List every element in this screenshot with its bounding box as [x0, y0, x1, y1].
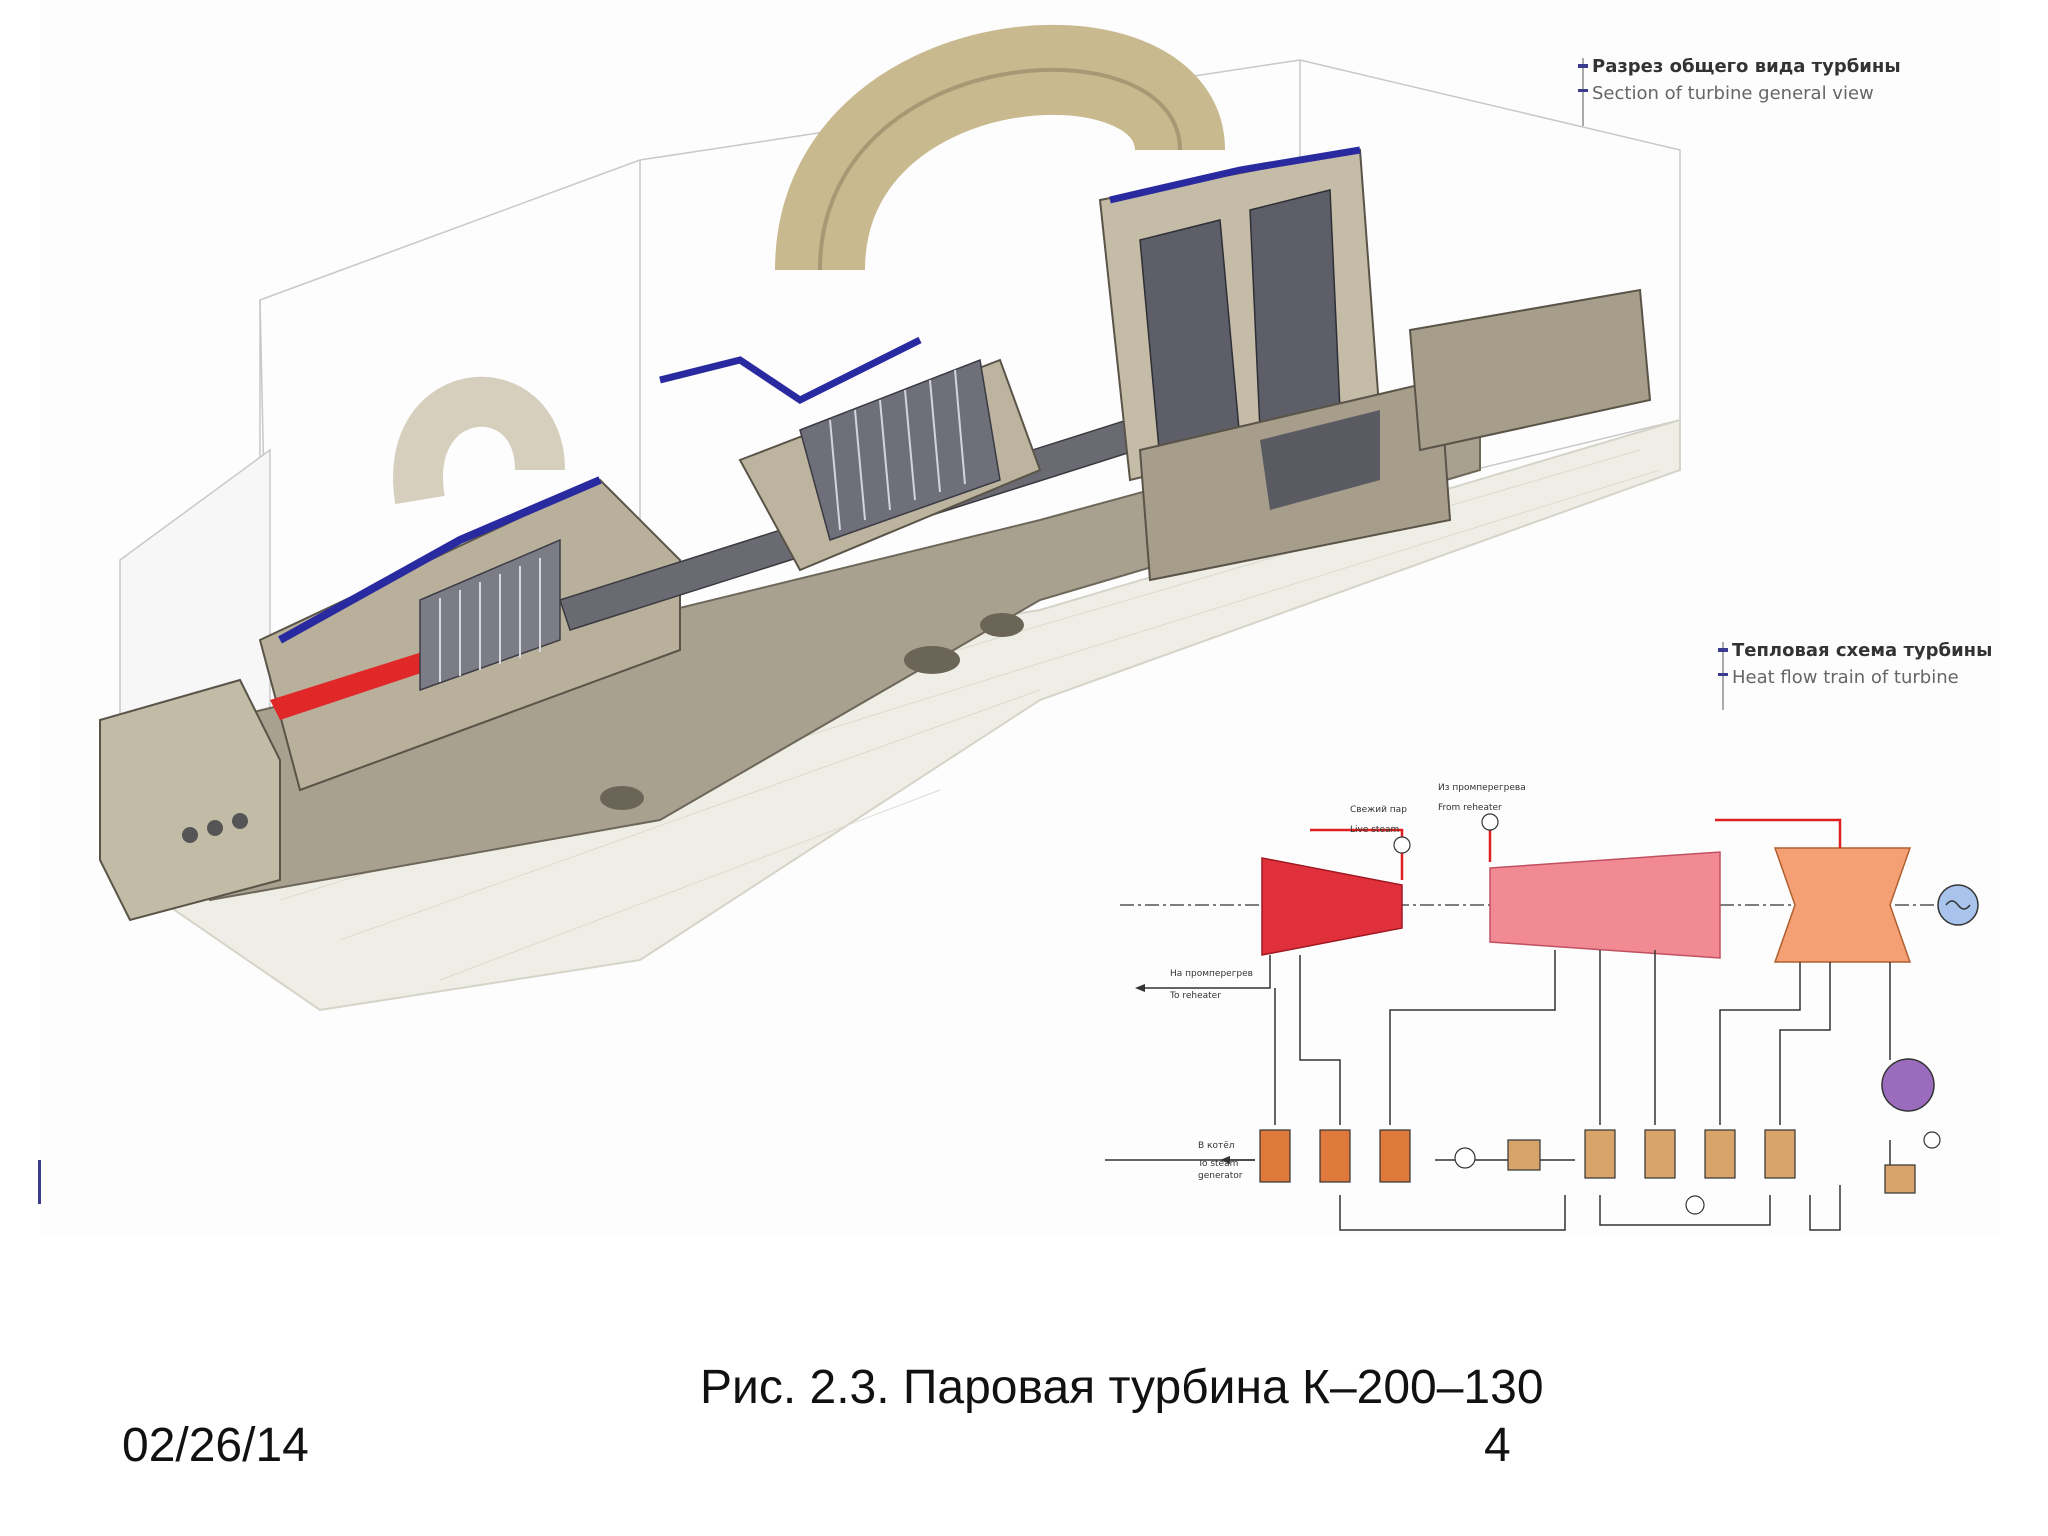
ip-cylinder — [1489, 851, 1721, 959]
left-marker — [38, 1160, 41, 1204]
heat-flow-scheme: Свежий пар Live steam Из промперегрева F… — [1105, 783, 1979, 1231]
label-live-steam-ru: Свежий пар — [1350, 805, 1407, 815]
legend-section-title-ru: Разрез общего вида турбины — [1592, 56, 1901, 77]
hp-cylinder — [1261, 857, 1403, 956]
legend-marker — [1718, 673, 1728, 676]
lp-heater-4 — [1584, 1129, 1616, 1179]
turbine-illustration: Свежий пар Live steam Из промперегрева F… — [40, 0, 2000, 1235]
label-to-boiler-en1: To steam — [1197, 1159, 1238, 1169]
page-number: 4 — [1484, 1419, 1511, 1472]
label-from-reheater-en: From reheater — [1438, 803, 1502, 813]
hp-heater-2 — [1319, 1129, 1351, 1183]
legend-marker — [1578, 64, 1588, 68]
footer-date: 02/26/14 — [122, 1419, 309, 1472]
deaerator — [1507, 1139, 1541, 1171]
legend-heat-title-ru: Тепловая схема турбины — [1732, 640, 1993, 661]
hp-heater-1 — [1379, 1129, 1411, 1183]
legend-section-view: Разрез общего вида турбины Section of tu… — [1578, 56, 1901, 126]
label-from-reheater-ru: Из промперегрева — [1438, 783, 1526, 793]
legend-line — [1722, 642, 1724, 710]
legend-line — [1582, 58, 1584, 126]
condenser — [1881, 1058, 1935, 1112]
label-to-reheater-en: To reheater — [1169, 991, 1221, 1001]
figure-caption: Рис. 2.3. Паровая турбина К–200–130 — [700, 1361, 1544, 1414]
lp-cylinder — [1773, 847, 1912, 963]
legend-marker — [1578, 89, 1588, 92]
label-live-steam-en: Live steam — [1350, 825, 1399, 835]
label-to-boiler-ru: В котёл — [1198, 1141, 1235, 1151]
lp-heater-3 — [1644, 1129, 1676, 1179]
lp-heater-2 — [1704, 1129, 1736, 1179]
legend-marker — [1718, 648, 1728, 652]
legend-section-title-en: Section of turbine general view — [1592, 83, 1874, 104]
label-to-boiler-en2: generator — [1198, 1171, 1243, 1181]
lp-heater-1 — [1764, 1129, 1796, 1179]
legend-heat-flow: Тепловая схема турбины Heat flow train o… — [1718, 640, 1993, 710]
hp-heater-3 — [1259, 1129, 1291, 1183]
turbine-body — [99, 24, 1652, 922]
label-to-reheater-ru: На промперегрев — [1170, 969, 1253, 979]
legend-heat-title-en: Heat flow train of turbine — [1732, 667, 1959, 688]
